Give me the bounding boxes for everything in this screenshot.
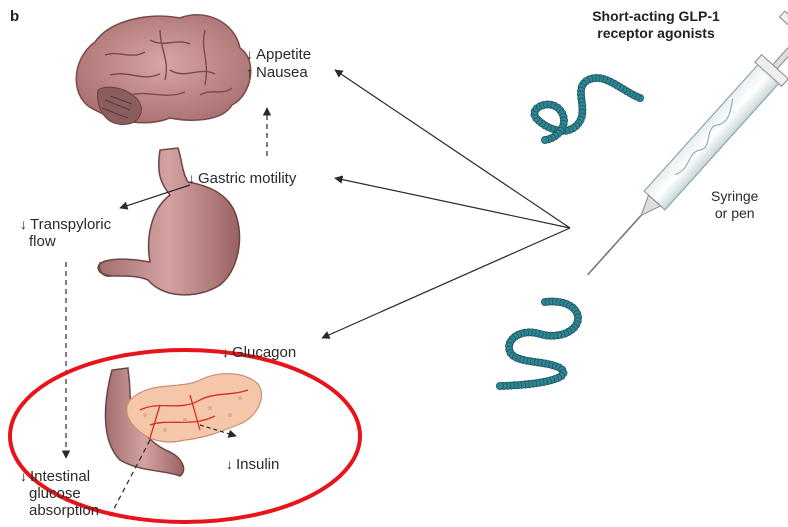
decrease-arrow-icon: ↓: [222, 344, 229, 360]
intestinal-absorption-label: ↓Intestinal glucose absorption: [20, 468, 99, 519]
arrow-to-brain: [335, 70, 570, 228]
brain-label-nausea: ↑Nausea: [246, 64, 308, 81]
decrease-arrow-icon: ↓: [226, 456, 233, 472]
title-line-2: receptor agonists: [586, 25, 726, 42]
arrow-to-stomach: [335, 178, 570, 228]
peptide-chain-lower: [496, 298, 581, 390]
decrease-arrow-icon: ↓: [20, 468, 27, 484]
decrease-arrow-icon: ↓: [20, 216, 27, 232]
decrease-arrow-icon: ↓: [188, 170, 195, 186]
peptide-bead: [496, 382, 503, 389]
arrow-to-pancreas: [322, 228, 570, 338]
transpyloric-label: ↓Transpyloric flow: [20, 216, 111, 250]
syringe-label-line-1: Syringe: [711, 188, 758, 205]
title: Short-acting GLP-1 receptor agonists: [586, 8, 726, 42]
brain-label-appetite: ↓Appetite: [246, 46, 311, 63]
peptide-bead: [541, 136, 548, 143]
gastric-motility-label: ↓Gastric motility: [188, 170, 296, 187]
decrease-arrow-icon: ↓: [246, 46, 253, 62]
title-line-1: Short-acting GLP-1: [586, 8, 726, 25]
syringe-label-line-2: or pen: [711, 205, 758, 222]
syringe-illustration: [565, 0, 788, 295]
panel-letter: b: [10, 8, 19, 25]
increase-arrow-icon: ↑: [246, 64, 253, 80]
glucagon-label: ↓Glucagon: [222, 344, 296, 361]
brain-illustration: [76, 15, 250, 125]
syringe-label: Syringe or pen: [711, 188, 758, 222]
insulin-label: ↓Insulin: [226, 456, 279, 473]
peptide-chain-upper: [531, 74, 644, 143]
